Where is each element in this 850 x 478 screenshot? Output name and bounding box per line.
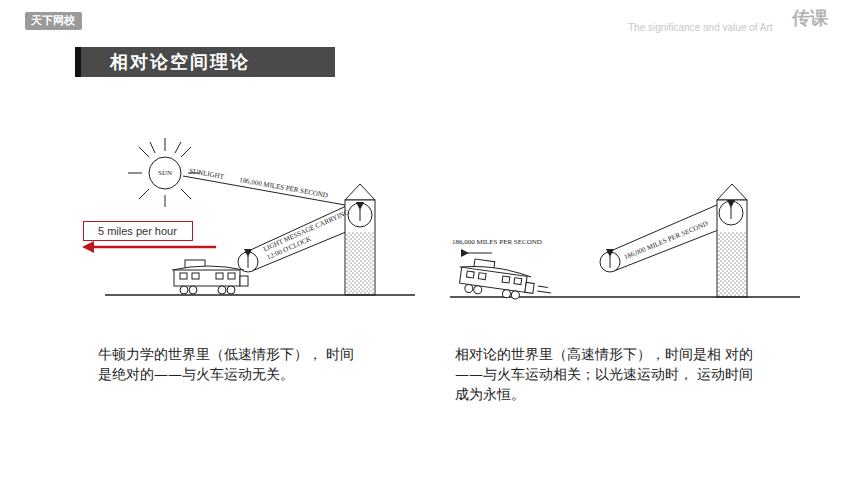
sunlight-line (183, 176, 345, 205)
clock-tower (717, 184, 747, 297)
train-caboose (172, 260, 248, 294)
watermark: The significance and value of Art (628, 22, 773, 33)
speed-arrow (82, 241, 216, 253)
ground-line (105, 294, 415, 296)
beam-label: 186,000 MILES PER SECOND (623, 220, 709, 263)
speed-label: 186,000 MILES PER SECOND (239, 176, 329, 199)
title-band (75, 47, 335, 77)
clock-tower (345, 184, 375, 295)
logo-mark: 传课 (792, 6, 828, 30)
beam-label: LIGHT MESSAGE CARRYING 12:00 O'CLOCK (262, 206, 359, 262)
caption-text: 相对论的世界里（高速情形下），时间是相 对的——与火车运动相关；以光速运动时， … (455, 344, 755, 404)
speed-box: 5 miles per hour (83, 221, 193, 241)
caption-text: 牛顿力学的世界里（低速情形下）， 时间是绝对的——与火车运动无关。 (98, 344, 360, 384)
logo-box: 天下网校 (25, 12, 82, 30)
speed-arrow (468, 253, 492, 254)
sun-circle: SUN (148, 156, 182, 190)
speed-label: 186,000 MILES PER SECOND (452, 238, 542, 246)
title-accent (75, 47, 81, 77)
node-text: 5 miles per hour (98, 224, 178, 238)
node-text: SUN (158, 169, 172, 177)
ground-line (450, 296, 800, 298)
beam-label: SUNLIGHT (189, 167, 225, 181)
node-text: 天下网校 (31, 14, 76, 28)
slide-title: 相对论空间理论 (110, 50, 250, 74)
light-ball (600, 252, 620, 272)
train-caboose (456, 257, 554, 304)
